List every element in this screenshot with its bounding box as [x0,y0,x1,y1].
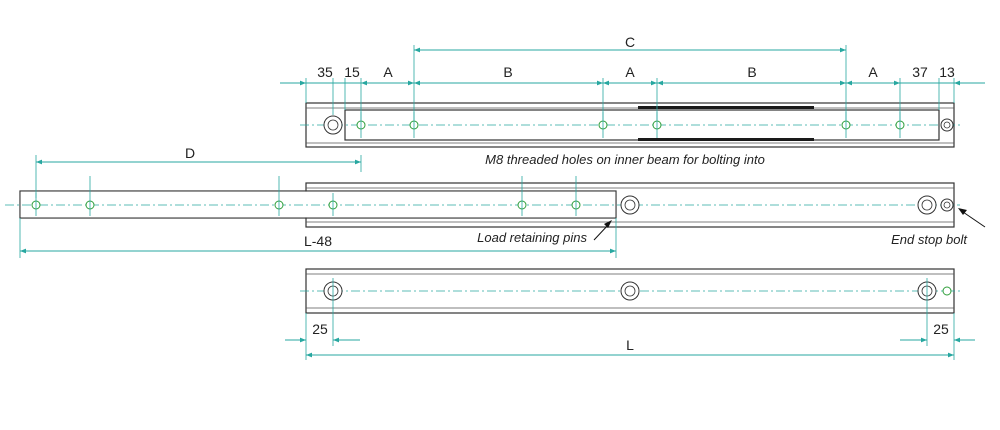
end-stop-bolt [940,198,954,212]
end-stop-hole [940,118,954,132]
rail-slot [638,106,814,109]
dim-label-15: 15 [344,64,360,80]
dim-label-35: 35 [317,64,333,80]
dim-label-c: C [625,34,635,50]
top-view: 35 15 A B A B A 37 13 C M8 threaded hole… [280,34,985,167]
dim-label-d: D [185,145,195,161]
m8-holes-note: M8 threaded holes on inner beam for bolt… [485,152,765,167]
dim-label-a: A [868,64,878,80]
end-hole-right [917,195,937,215]
bottom-view: 25 25 L [285,268,975,360]
dim-label-37: 37 [912,64,928,80]
dim-label-b: B [503,64,512,80]
dim-label-25-left: 25 [312,321,328,337]
mounting-hole [620,281,640,301]
dim-label-a: A [383,64,393,80]
dim-label-l: L [626,337,634,353]
dim-label-l-minus-48: L-48 [304,233,332,249]
end-stop-note: End stop bolt [891,232,968,247]
extended-view: D L-48 Load retaining pins End stop bolt [5,145,986,258]
dim-label-a: A [625,64,635,80]
dim-label-13: 13 [939,64,955,80]
m8-hole [942,286,952,296]
dim-label-b: B [747,64,756,80]
inner-beam-extended [19,190,617,219]
dim-label-25-right: 25 [933,321,949,337]
load-retaining-pin [620,195,640,215]
rail-slot [638,138,814,141]
end-hole-left [323,115,343,135]
load-pins-note: Load retaining pins [477,230,587,245]
